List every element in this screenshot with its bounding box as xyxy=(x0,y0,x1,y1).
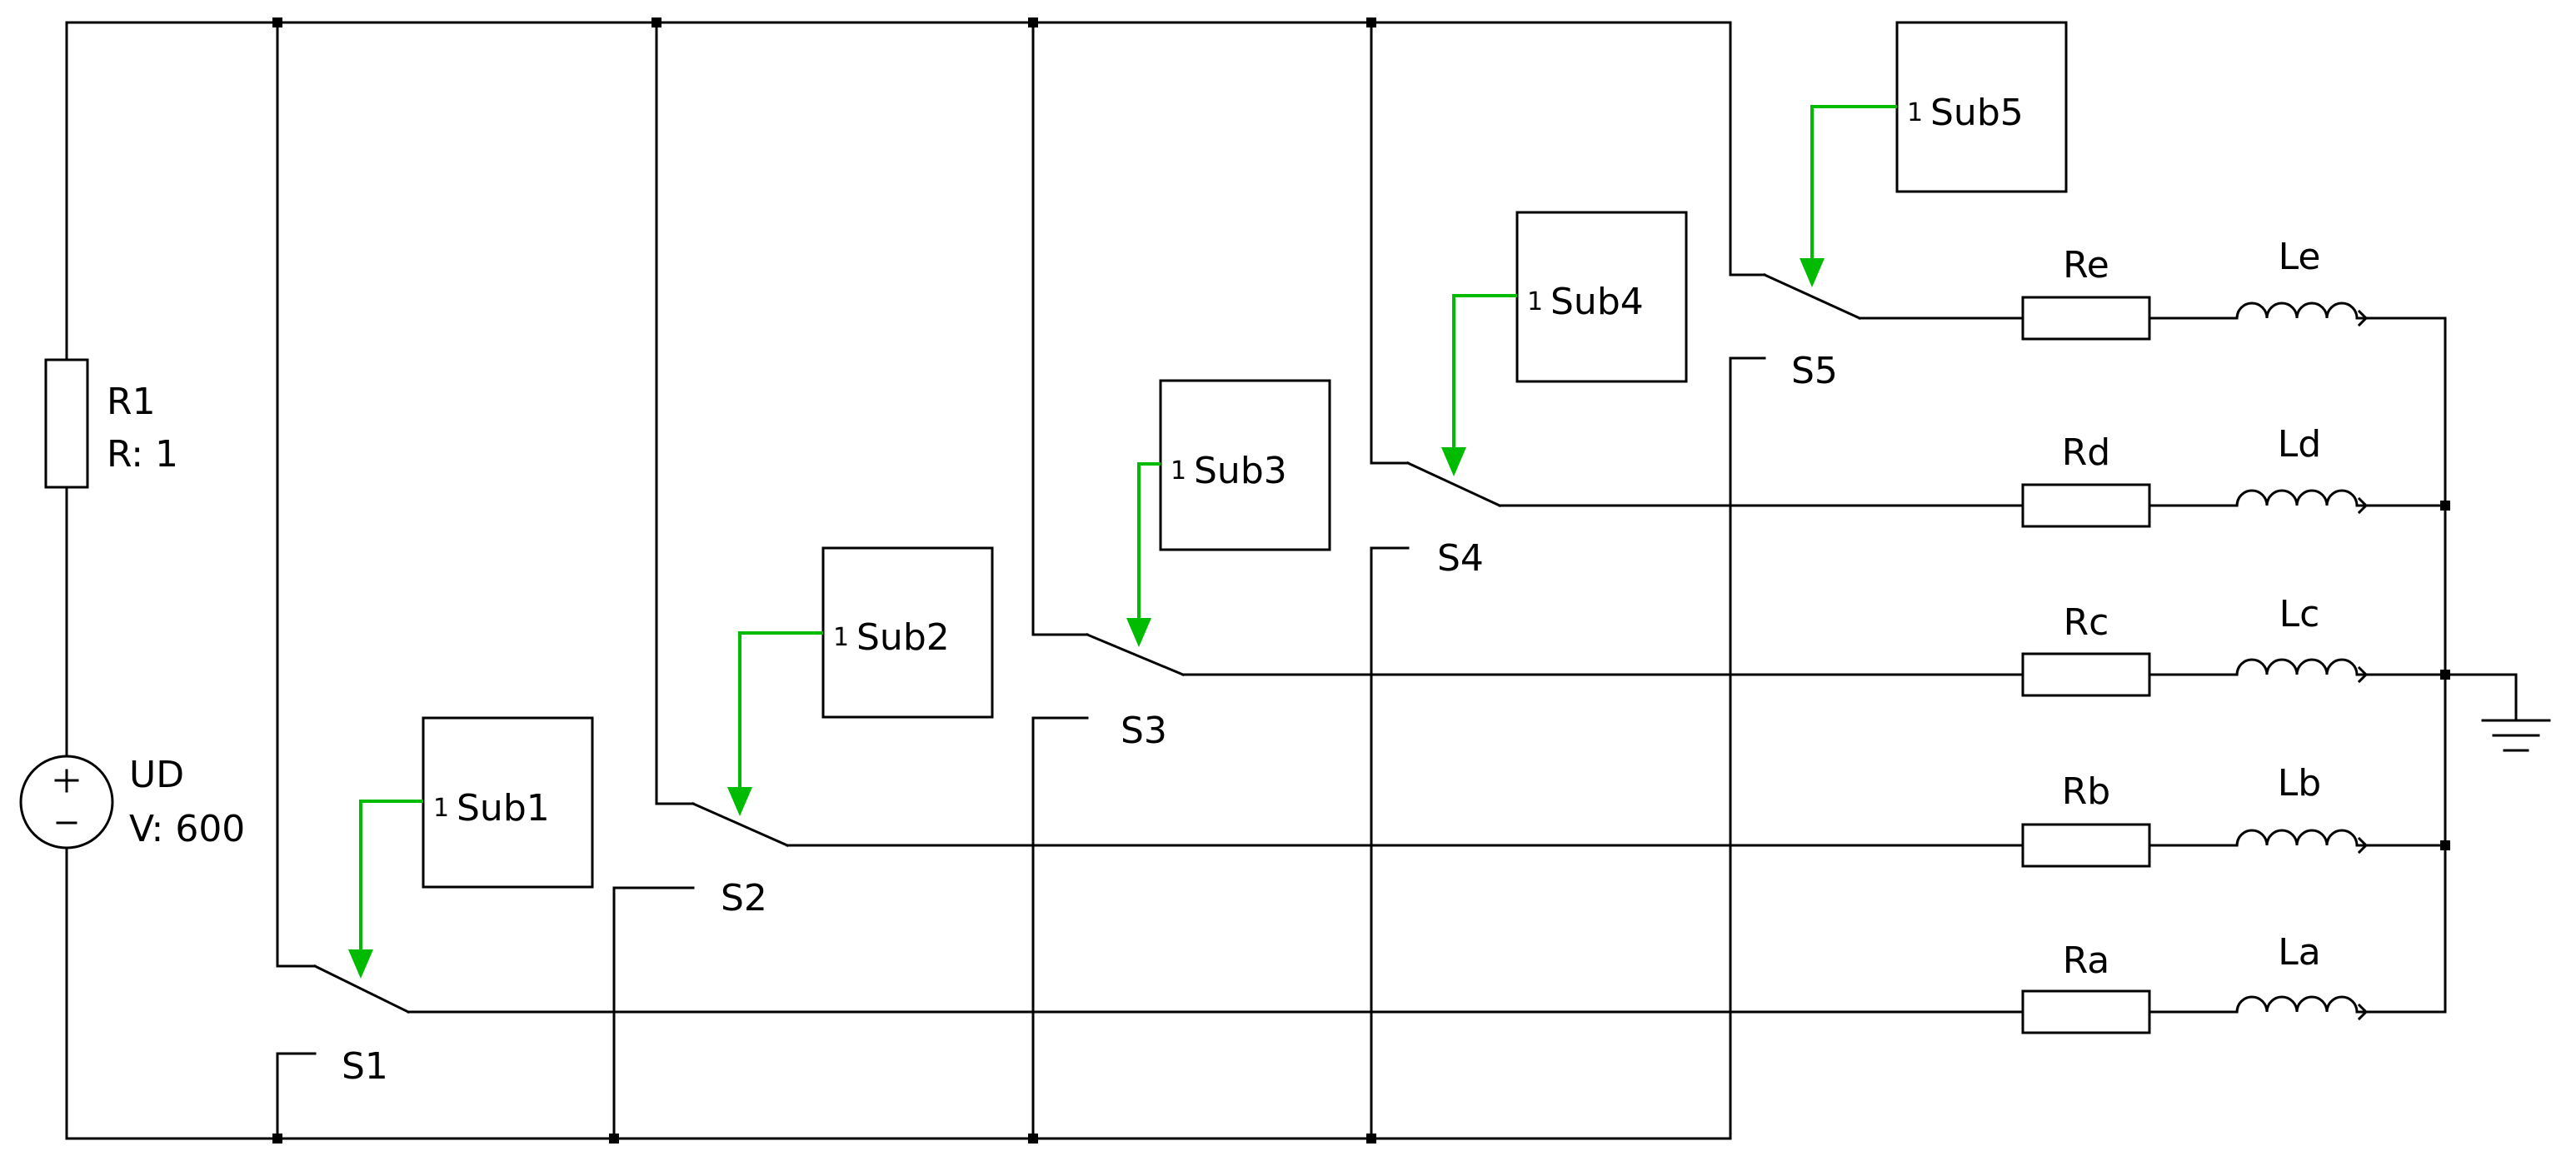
resistor-rd-label: Rd xyxy=(2062,431,2111,474)
resistor-rd[interactable] xyxy=(2021,483,2151,528)
switch-s4[interactable] xyxy=(1406,461,1501,507)
subsystem-sub4[interactable] xyxy=(1515,211,1688,383)
switch-s3-label: S3 xyxy=(1121,710,1167,752)
switch-s5-label: S5 xyxy=(1791,350,1838,392)
resistor-rb[interactable] xyxy=(2021,823,2151,868)
switch-s2-label: S2 xyxy=(721,877,767,919)
sub2-pin-label: 1 xyxy=(833,623,849,652)
dc-voltage-source-icon[interactable] xyxy=(19,755,114,850)
sub2-name-label: Sub2 xyxy=(856,616,950,659)
inductor-lc[interactable] xyxy=(2235,658,2369,684)
resistor-rc[interactable] xyxy=(2021,652,2151,697)
junction-nodes xyxy=(272,17,2450,1144)
switch-s4-label: S4 xyxy=(1437,537,1484,580)
resistor-re[interactable] xyxy=(2021,296,2151,341)
inductor-la[interactable] xyxy=(2235,995,2369,1021)
subsystem-sub5[interactable] xyxy=(1895,21,2068,193)
resistor-ra[interactable] xyxy=(2021,989,2151,1034)
inductor-lb-label: Lb xyxy=(2278,762,2321,805)
r1-name-label: R1 xyxy=(107,381,156,423)
switch-s5[interactable] xyxy=(1763,273,1861,320)
inductor-ld[interactable] xyxy=(2235,489,2369,515)
r1-value-label: R: 1 xyxy=(107,433,178,476)
inductor-lb[interactable] xyxy=(2235,829,2369,855)
resistor-r1[interactable] xyxy=(44,358,89,489)
sub5-pin-label: 1 xyxy=(1907,98,1923,127)
inductor-la-label: La xyxy=(2278,931,2320,974)
sub3-pin-label: 1 xyxy=(1171,456,1186,486)
sub1-pin-label: 1 xyxy=(433,794,449,823)
subsystem-sub1[interactable] xyxy=(422,716,594,889)
control-arrow-sub4 xyxy=(1441,294,1517,476)
bus-wires xyxy=(65,21,2518,1140)
resistor-ra-label: Ra xyxy=(2063,939,2110,982)
inductor-lc-label: Lc xyxy=(2279,593,2320,635)
ground-icon xyxy=(2481,719,2551,752)
control-arrow-sub1 xyxy=(348,800,423,979)
resistor-rc-label: Rc xyxy=(2064,601,2109,644)
sub1-name-label: Sub1 xyxy=(457,787,550,830)
control-arrow-sub2 xyxy=(727,631,823,816)
resistor-re-label: Re xyxy=(2063,244,2109,287)
control-arrow-sub5 xyxy=(1800,105,1897,287)
switch-s3[interactable] xyxy=(1086,633,1185,676)
sub5-name-label: Sub5 xyxy=(1930,92,2024,134)
resistor-rb-label: Rb xyxy=(2062,770,2111,813)
sub3-name-label: Sub3 xyxy=(1194,450,1287,492)
sub4-name-label: Sub4 xyxy=(1550,281,1644,323)
inductor-le-label: Le xyxy=(2279,236,2321,278)
source-value-label: V: 600 xyxy=(129,808,245,850)
source-name-label: UD xyxy=(129,754,184,796)
switch-s2[interactable] xyxy=(691,802,789,847)
inductor-le[interactable] xyxy=(2235,301,2369,327)
sub4-pin-label: 1 xyxy=(1527,287,1543,316)
inductor-ld-label: Ld xyxy=(2278,423,2321,466)
switch-s1[interactable] xyxy=(312,964,411,1014)
switch-s1-label: S1 xyxy=(342,1045,388,1088)
control-arrow-sub3 xyxy=(1126,462,1161,647)
